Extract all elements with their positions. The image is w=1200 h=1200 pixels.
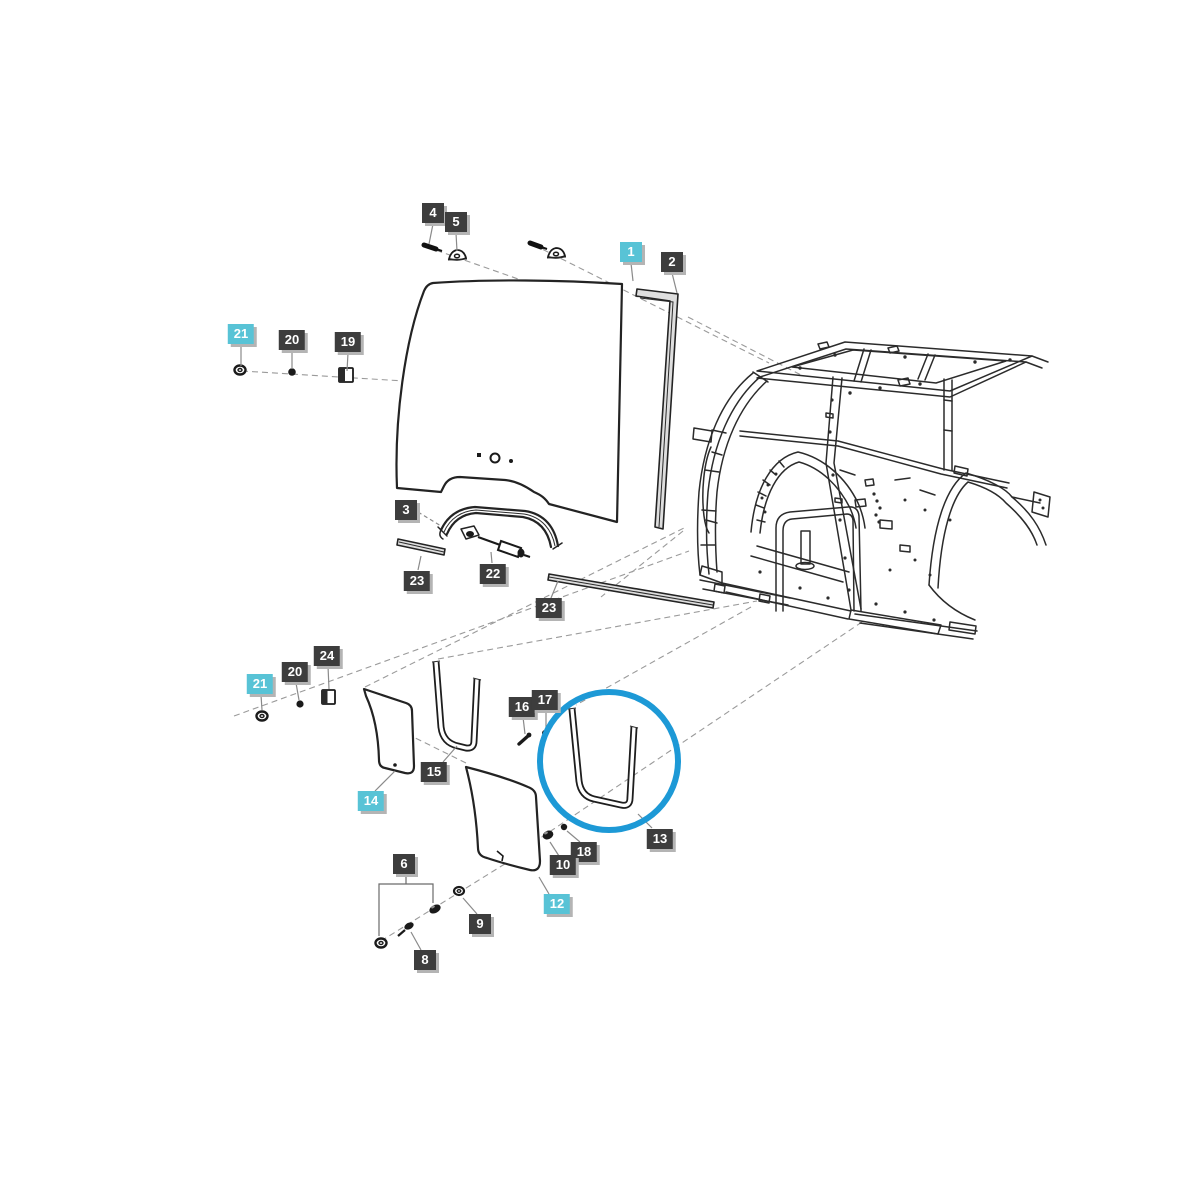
leader-line-23a (417, 555, 422, 571)
fastener-group-left (255, 689, 336, 722)
glass-run-channel-15 (431, 660, 482, 752)
rear-window-glass (395, 279, 624, 524)
glass-run-channel-13 (567, 707, 639, 809)
window-handle (437, 505, 563, 550)
bolt-kit-group (374, 877, 466, 949)
cab-frame (692, 341, 1051, 640)
glass-hole-mark (477, 453, 481, 457)
leader-line-2 (671, 272, 678, 294)
trim-strips (396, 538, 715, 609)
bolt (404, 922, 414, 930)
leader-line-15 (442, 745, 458, 763)
grommet (255, 710, 269, 722)
nut (429, 904, 441, 914)
pin-head (560, 823, 568, 831)
glass-hole (489, 452, 501, 464)
leader-line-23b (550, 580, 559, 599)
leader-line-24 (327, 665, 330, 690)
side-window-pane-14 (362, 687, 416, 775)
leader-line-9 (462, 897, 478, 915)
leader-line-16 (522, 716, 526, 735)
hinge-pins-and-caps (421, 240, 567, 261)
leader-line-1 (630, 262, 634, 282)
leader-line-5 (455, 232, 458, 252)
leader-line-12 (538, 876, 550, 895)
fastener-row-top (233, 364, 354, 383)
highlight-circle (537, 689, 681, 833)
gas-strut (460, 525, 531, 559)
hinge-pin (527, 240, 544, 250)
grommet (374, 937, 388, 949)
window-seal-strip (635, 288, 679, 530)
leader-line-18 (566, 830, 581, 843)
leader-line-19 (346, 352, 349, 372)
assembly-dashed-lines (233, 244, 863, 942)
leader-line-3 (417, 511, 442, 527)
cap-nut (288, 368, 296, 376)
label-leader-lines (240, 223, 678, 951)
cap-nut (296, 700, 304, 708)
glass-hole-small (509, 459, 513, 463)
leader-line-6 (403, 873, 407, 878)
grommet (233, 364, 247, 376)
leader-line-4 (428, 223, 434, 245)
leader-line-22 (490, 551, 493, 564)
nut-and-pin (542, 823, 568, 840)
leader-line-21b (260, 694, 263, 711)
side-window-pane-12 (464, 765, 542, 872)
leader-line-8 (410, 931, 422, 951)
grommet (452, 885, 466, 897)
hinge-pin (421, 242, 439, 252)
leader-line-14 (374, 770, 396, 792)
leader-line-20b (295, 682, 300, 701)
leader-line-10 (549, 841, 560, 857)
